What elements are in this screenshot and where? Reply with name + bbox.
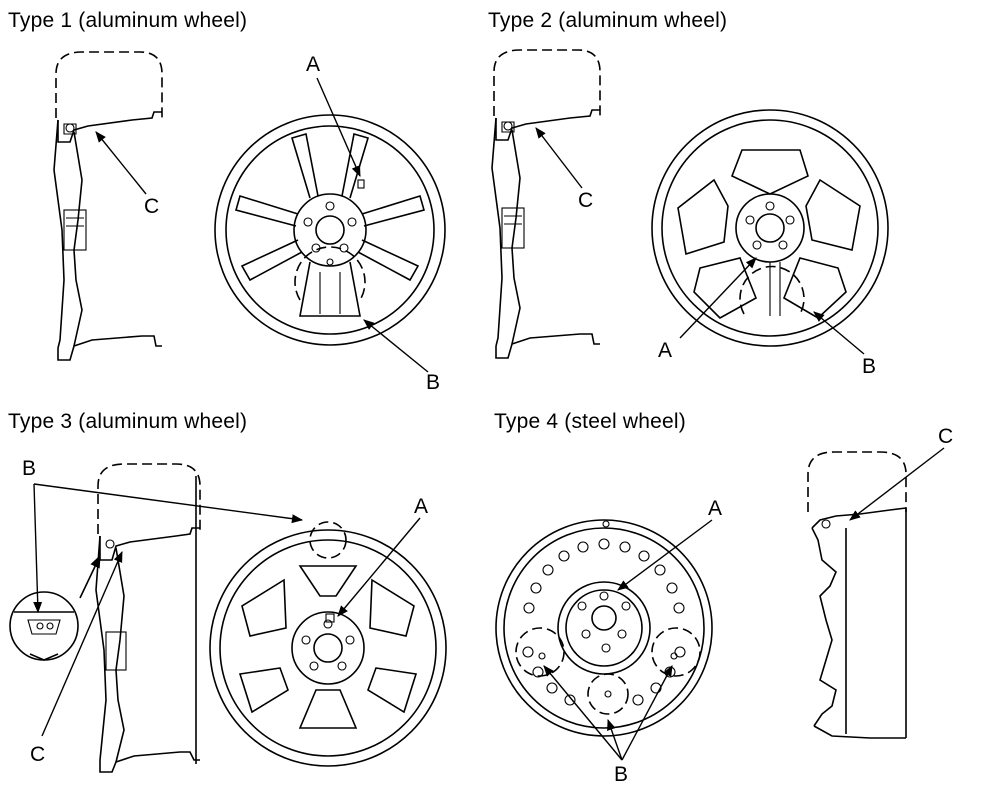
type4-callout-b: B: [614, 763, 629, 786]
leader-lines: [33, 77, 945, 761]
type3-wheel-face: [209, 529, 447, 767]
type2-title: Type 2 (aluminum wheel): [488, 9, 728, 32]
type1-wheel-face: [214, 114, 446, 346]
type1-callout-c: C: [144, 195, 160, 218]
type2-callout-b: B: [862, 355, 877, 378]
type3-callout-a: A: [414, 495, 429, 518]
type3-callout-b-circle: [309, 521, 347, 559]
type2-wheel-face: [651, 109, 889, 347]
type1-callout-b-circle: [294, 246, 366, 301]
type4-callout-b-circles: [515, 627, 701, 715]
type3-callout-b: B: [22, 457, 37, 480]
type4-wheel-face: [495, 519, 713, 737]
type2-callout-c: C: [578, 189, 594, 212]
type2-callout-a: A: [658, 339, 673, 362]
type1-title: Type 1 (aluminum wheel): [8, 9, 248, 32]
type3-side-profile: [95, 463, 201, 773]
type4-side-profile: [807, 451, 907, 739]
type4-callout-a: A: [708, 497, 723, 520]
type2-callout-b-circle: [739, 265, 805, 315]
type4-callout-c: C: [938, 425, 954, 448]
type3-magnifier-inset: [9, 591, 79, 661]
type4-title: Type 4 (steel wheel): [494, 410, 686, 433]
type1-callout-b: B: [426, 371, 441, 394]
type3-title: Type 3 (aluminum wheel): [8, 410, 248, 433]
type3-callout-c: C: [30, 743, 46, 766]
type1-callout-a: A: [306, 53, 321, 76]
